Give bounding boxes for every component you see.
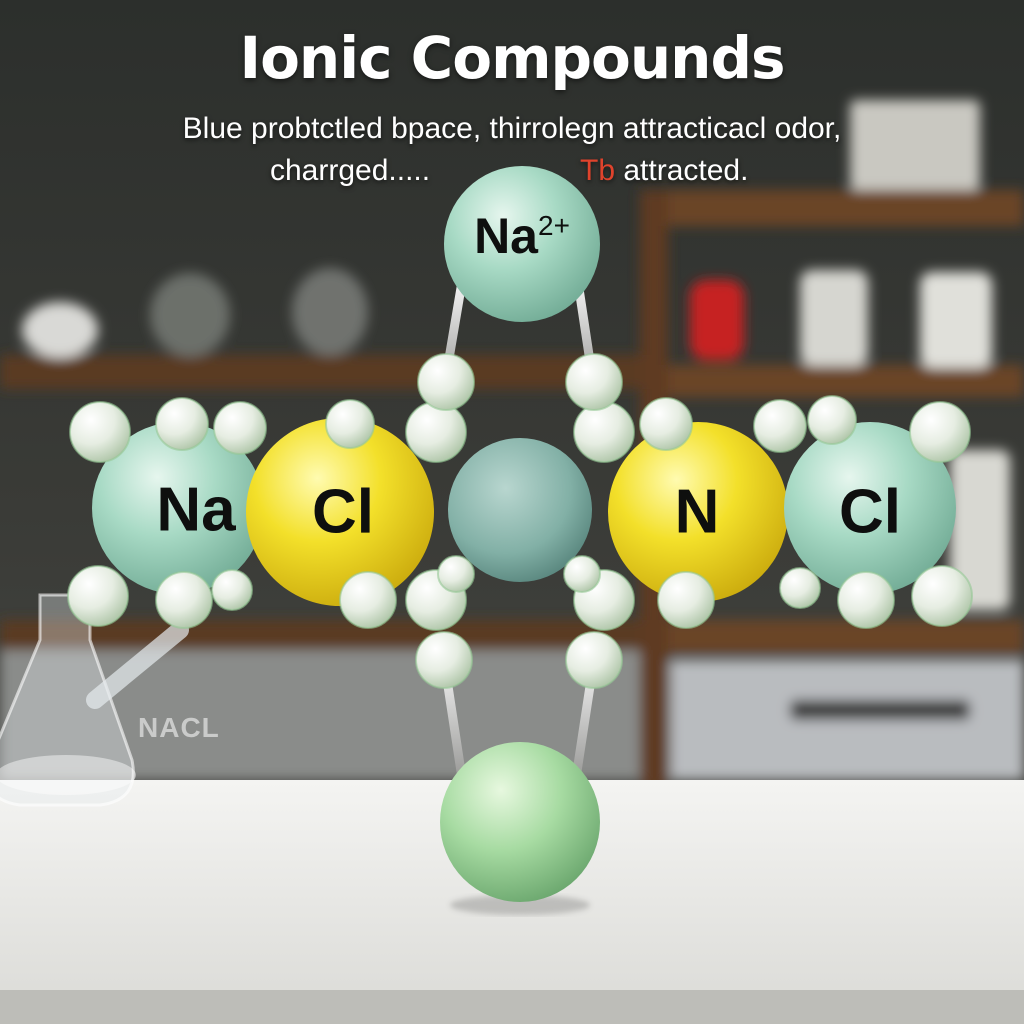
pearl-nodes [67,353,973,689]
pearl-node [69,401,131,463]
na-ion-charge: 2+ [537,210,570,241]
pearl-node [339,571,397,629]
pearl-node [155,571,213,629]
pearl-node [565,631,623,689]
pearl-node [753,399,807,453]
pearl-node [67,565,129,627]
bottom-sphere [440,742,600,902]
cl-sphere-right [784,422,956,594]
pearl-node [213,401,267,455]
cl-sphere [246,418,434,606]
pearl-node [405,401,467,463]
na-ion-sphere [444,166,600,322]
pearl-node [563,555,601,593]
center-sphere [448,438,592,582]
flask [0,593,189,807]
pearl-node [909,401,971,463]
atom-label-cl: Cl [312,477,374,547]
pearl-node [807,395,857,445]
pearl-node [657,571,715,629]
na-sphere [92,422,264,594]
page-title: Ionic Compounds [239,24,785,92]
flask-label: NACL [138,712,220,743]
caption-line-2-left: charrged..... [270,154,431,187]
atom-label-cl-right: Cl [839,477,901,547]
pearl-node [779,567,821,609]
n-sphere [608,422,788,602]
pearl-node [639,397,693,451]
atom-label-na: Na [156,475,236,545]
caption-accent: Tb [580,154,616,187]
na-ion-label: Na2+ [474,207,570,265]
pearl-node [325,399,375,449]
pearl-node [565,353,623,411]
caption-line-1: Blue probtctled bpace, thirrolegn attrac… [182,112,842,145]
pearl-node [155,397,209,451]
pearl-node [437,555,475,593]
caption-line-2-right: Tb attracted. [580,154,748,188]
blurred-shelves [0,100,1024,790]
pearl-node [415,631,473,689]
pearl-node [911,565,973,627]
pearl-node [211,569,253,611]
pearl-node [573,401,635,463]
pearl-node [837,571,895,629]
na-ion-symbol: Na [474,208,538,264]
atom-label-n: N [674,477,720,547]
caption-tail: attracted. [615,154,749,187]
pearl-node [417,353,475,411]
